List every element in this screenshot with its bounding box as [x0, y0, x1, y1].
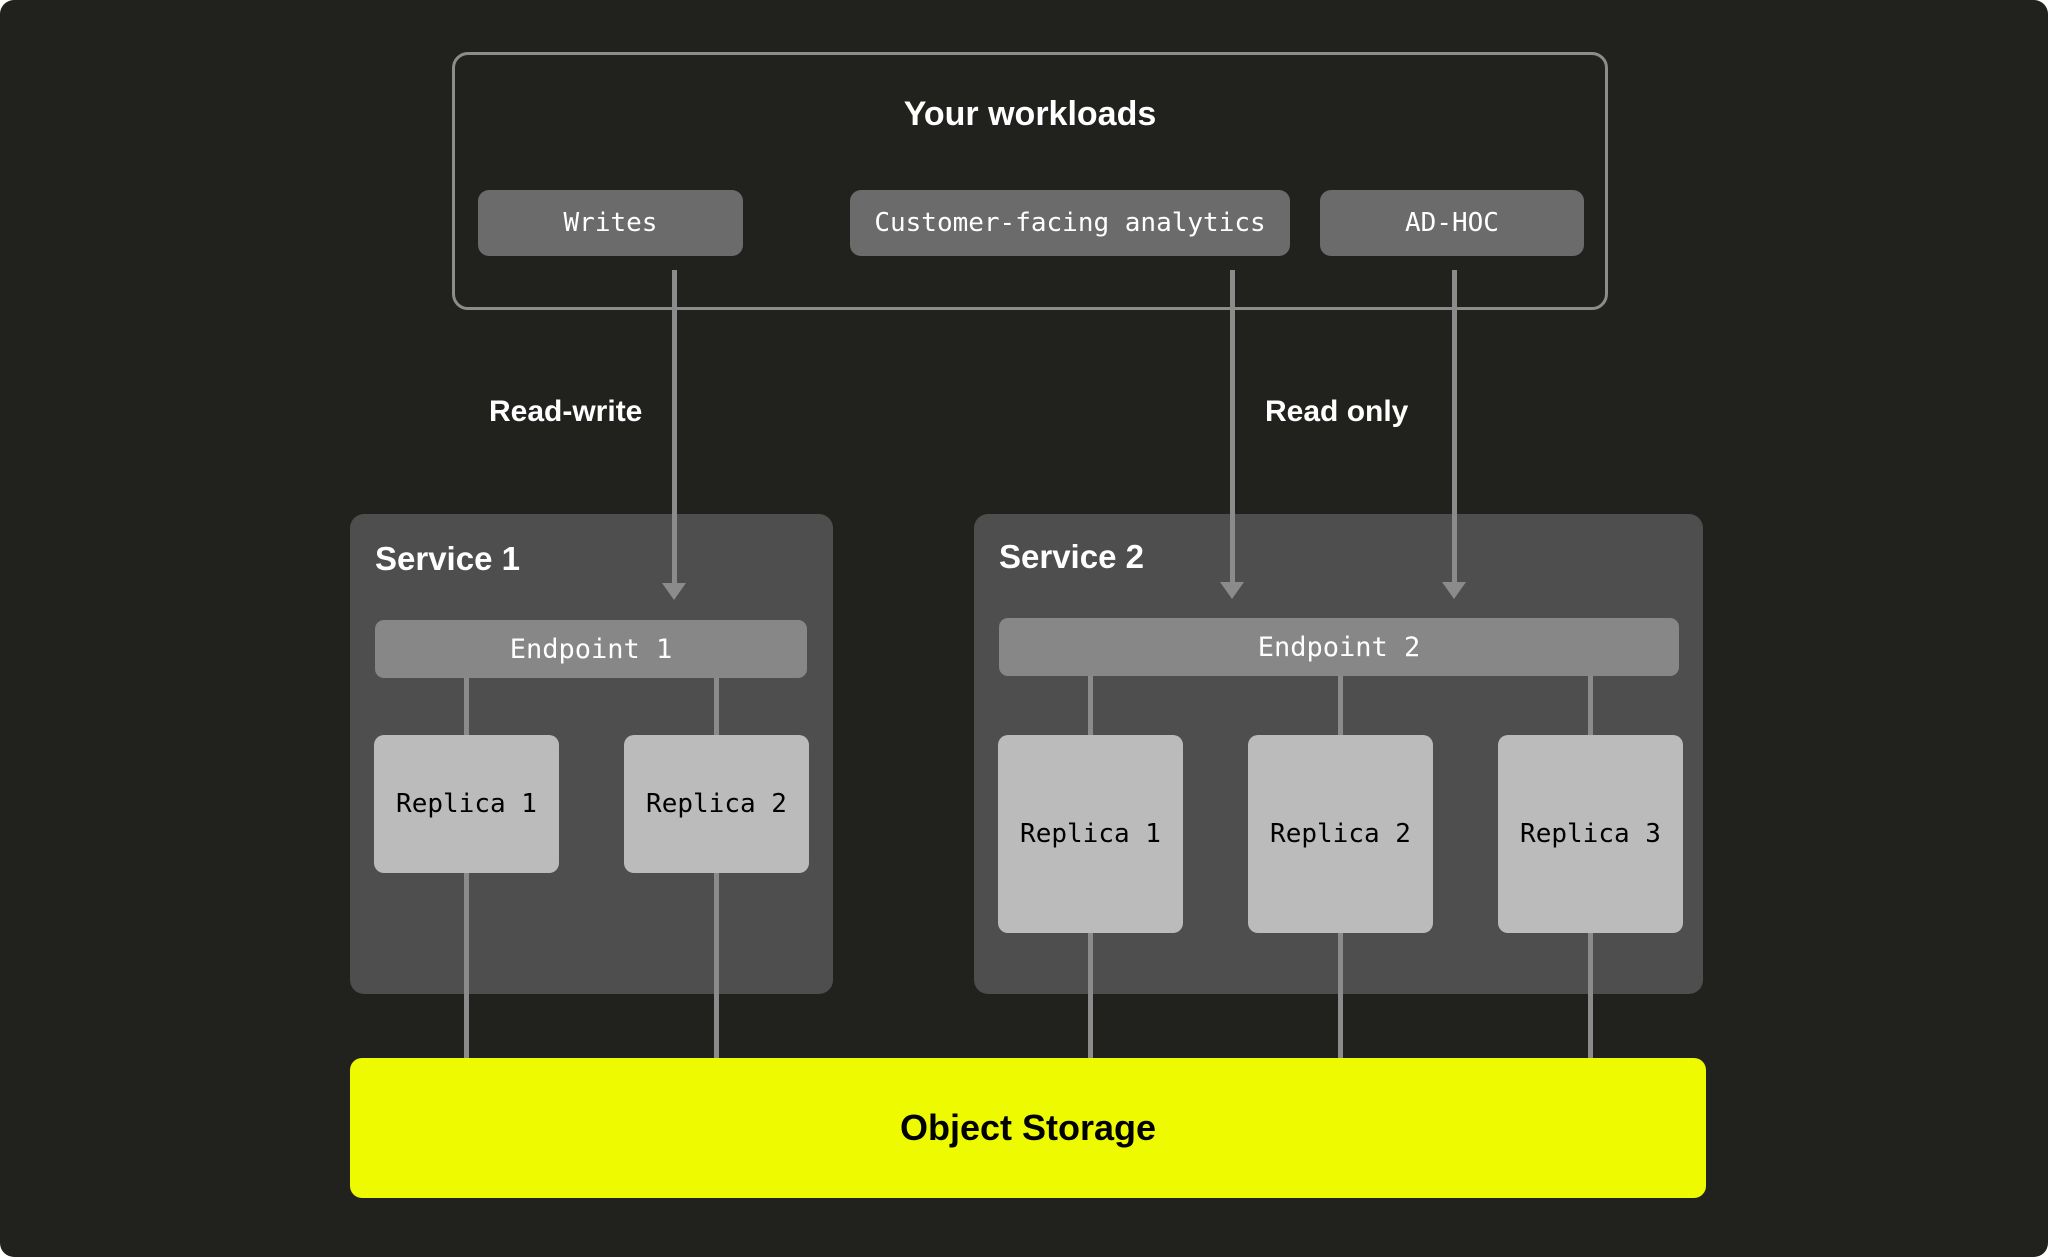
service-2-replica-3[interactable]: Replica 3	[1498, 735, 1683, 933]
endpoint-1-bar[interactable]: Endpoint 1	[375, 620, 807, 678]
service-2-title: Service 2	[999, 538, 1144, 575]
edge-label-read-only: Read only	[1265, 395, 1409, 428]
connector-analytics-to-endpoint2	[1230, 270, 1235, 587]
edge-label-read-write: Read-write	[489, 395, 643, 428]
arrowhead-adhoc-to-endpoint2	[1442, 582, 1466, 599]
connector-adhoc-to-endpoint2	[1452, 270, 1457, 587]
endpoint-2-bar[interactable]: Endpoint 2	[999, 618, 1679, 676]
workloads-title: Your workloads	[903, 94, 1157, 133]
connector-writes-to-endpoint1	[672, 270, 677, 588]
arrowhead-analytics-to-endpoint2	[1220, 582, 1244, 599]
service-2-replica-1[interactable]: Replica 1	[998, 735, 1183, 933]
arrowhead-writes-to-endpoint1	[662, 583, 686, 600]
workload-chip-ad-hoc[interactable]: AD-HOC	[1320, 190, 1584, 256]
workloads-group	[452, 52, 1608, 310]
service-1-replica-2[interactable]: Replica 2	[624, 735, 809, 873]
service-1-replica-1[interactable]: Replica 1	[374, 735, 559, 873]
service-2-replica-2[interactable]: Replica 2	[1248, 735, 1433, 933]
workload-chip-writes[interactable]: Writes	[478, 190, 743, 256]
service-1-title: Service 1	[375, 540, 520, 577]
object-storage-bar[interactable]: Object Storage	[350, 1058, 1706, 1198]
workload-chip-customer-facing-analytics[interactable]: Customer-facing analytics	[850, 190, 1290, 256]
